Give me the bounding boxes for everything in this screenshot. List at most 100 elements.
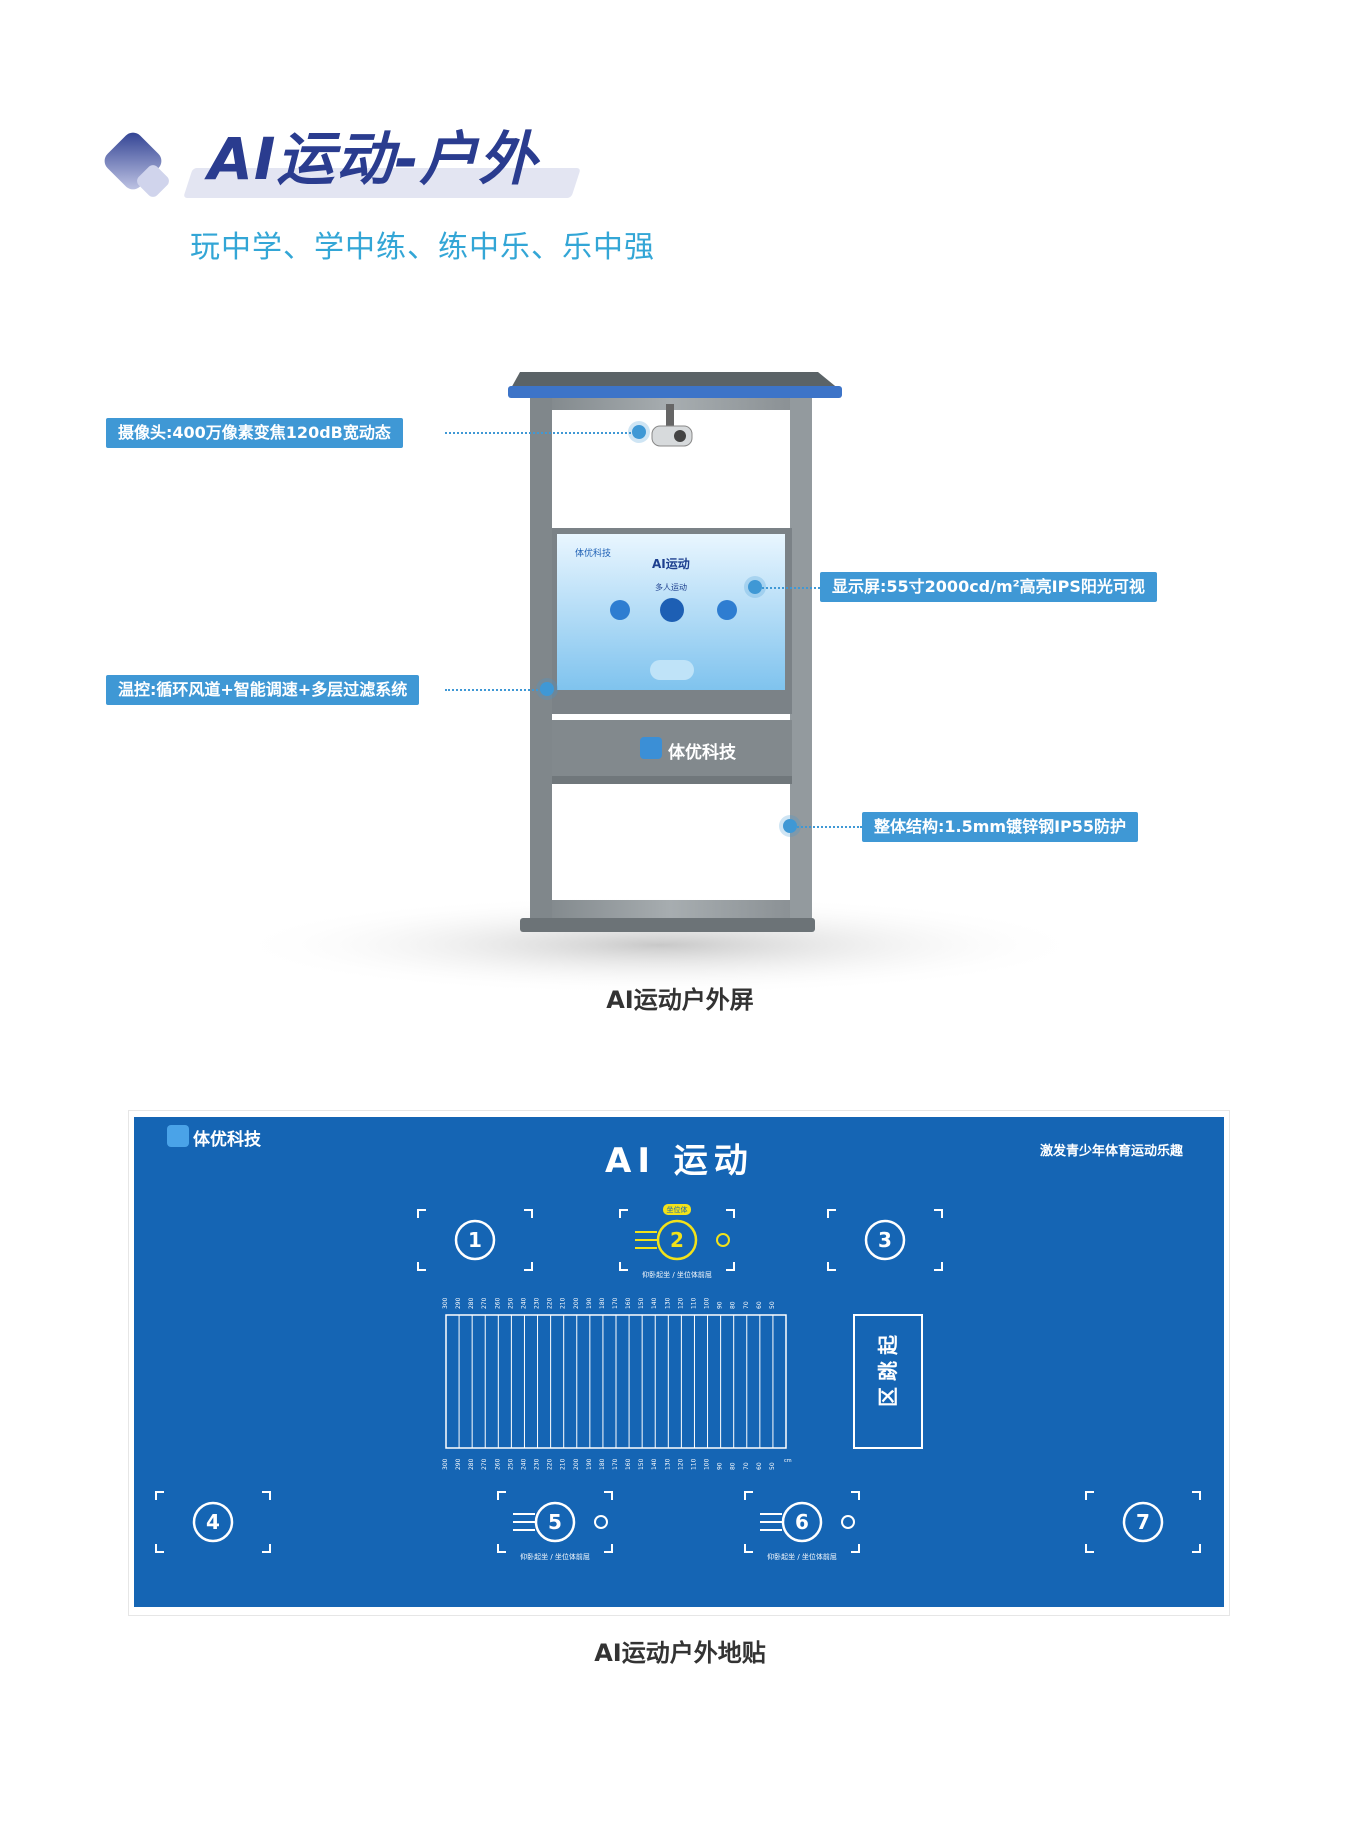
- jump-ruler-tick-bottom: 230: [534, 1458, 541, 1470]
- kiosk-logo-icon: [640, 737, 662, 759]
- jump-ruler-tick-bottom: 150: [638, 1458, 645, 1470]
- zone-2-caption: 仰卧起坐 / 坐位体前屈: [642, 1270, 712, 1279]
- jump-ruler-tick-top: 140: [651, 1297, 658, 1309]
- jump-ruler-tick-bottom: 50: [769, 1462, 776, 1470]
- kiosk-brand-text: 体优科技: [668, 743, 736, 763]
- jump-ruler-tick-bottom: 160: [625, 1458, 632, 1470]
- jump-ruler-tick-top: 250: [507, 1297, 514, 1309]
- callout-structure: 整体结构:1.5mm镀锌钢IP55防护: [862, 812, 1139, 842]
- jump-ruler-tick-top: 280: [468, 1297, 475, 1309]
- jump-ruler-tick-top: 120: [677, 1297, 684, 1309]
- jump-ruler-tick-bottom: 190: [586, 1458, 593, 1470]
- zone-1-corners: [417, 1209, 533, 1271]
- zone-7-corners: [1085, 1491, 1201, 1553]
- jump-ruler-tick-bottom: 220: [547, 1458, 554, 1470]
- jump-ruler-tick-bottom: 290: [455, 1458, 462, 1470]
- jump-ruler-tick-bottom: 200: [573, 1458, 580, 1470]
- kiosk-lower-rail: [552, 776, 792, 784]
- zone-6-caption: 仰卧起坐 / 坐位体前屈: [767, 1552, 837, 1561]
- jump-ruler-tick-top: 80: [730, 1301, 737, 1309]
- jump-ruler-tick-top: 100: [704, 1297, 711, 1309]
- zone-3-number: 3: [878, 1228, 892, 1252]
- screen-brand-text: 体优科技: [575, 549, 612, 559]
- mat-title: AI 运动: [605, 1141, 754, 1181]
- kiosk-logo-bar: [552, 720, 792, 776]
- takeoff-zone-box: [853, 1314, 923, 1449]
- jump-ruler-tick-bottom: 60: [756, 1462, 763, 1470]
- jump-ruler-tick-bottom: 90: [717, 1462, 724, 1470]
- page-title: AI运动-户外: [208, 125, 538, 193]
- callout-structure-line: [790, 826, 862, 828]
- jump-ruler-tick-bottom: 120: [677, 1458, 684, 1470]
- kiosk-roof: [510, 372, 840, 390]
- takeoff-zone-label-char: 起: [876, 1334, 900, 1356]
- screen-character-center: [660, 598, 684, 622]
- zone-6-corners: [744, 1491, 860, 1553]
- screen-stage: [650, 660, 694, 680]
- callout-display: 显示屏:55寸2000cd/m²高亮IPS阳光可视: [820, 572, 1157, 602]
- jump-ruler-tick-top: 300: [442, 1297, 449, 1309]
- callout-camera: 摄像头:400万像素变焦120dB宽动态: [106, 418, 403, 448]
- callout-thermal-pin: [540, 682, 554, 696]
- jump-ruler-tick-top: 160: [625, 1297, 632, 1309]
- jump-ruler-tick-top: 220: [547, 1297, 554, 1309]
- kiosk-caption: AI运动户外屏: [606, 986, 754, 1014]
- takeoff-zone-label-char: 区: [876, 1387, 900, 1407]
- jump-ruler-tick-top: 260: [494, 1297, 501, 1309]
- jump-ruler-tick-top: 110: [690, 1297, 697, 1309]
- zone-2-number: 2: [670, 1228, 684, 1252]
- floor-mat: [134, 1117, 1224, 1607]
- zone-4-number: 4: [206, 1510, 220, 1534]
- jump-ruler-tick-bottom: 180: [599, 1458, 606, 1470]
- jump-ruler-tick-top: 90: [717, 1301, 724, 1309]
- zone-2-head-mark: [716, 1233, 730, 1247]
- zone-2-badge: [663, 1204, 691, 1215]
- jump-ruler-tick-bottom: 100: [704, 1458, 711, 1470]
- zone-6-head-mark: [841, 1515, 855, 1529]
- jump-ruler-unit: cm: [784, 1458, 792, 1464]
- callout-structure-pin: [783, 819, 797, 833]
- jump-ruler-tick-bottom: 240: [520, 1458, 527, 1470]
- jump-ruler-tick-top: 180: [599, 1297, 606, 1309]
- jump-ruler-tick-top: 190: [586, 1297, 593, 1309]
- jump-ruler-tick-top: 60: [756, 1301, 763, 1309]
- mat-logo-icon: [167, 1125, 189, 1147]
- kiosk-base: [520, 918, 815, 932]
- zone-5-corners: [497, 1491, 613, 1553]
- kiosk-left-post: [530, 398, 552, 920]
- zone-3-corners: [827, 1209, 943, 1271]
- jump-ruler-tick-top: 150: [638, 1297, 645, 1309]
- callout-thermal-line: [445, 689, 545, 691]
- kiosk-ground-shadow: [230, 895, 1090, 995]
- zone-6-number: 6: [795, 1510, 809, 1534]
- callout-camera-pin: [632, 425, 646, 439]
- takeoff-zone-label-char: 跳: [876, 1361, 900, 1381]
- screen-center-label: 多人运动: [655, 583, 687, 592]
- screen-character-left: [610, 600, 630, 620]
- zone-2-badge-text: 坐位体: [667, 1205, 688, 1214]
- jump-ruler-tick-bottom: 250: [507, 1458, 514, 1470]
- jump-ruler-tick-top: 170: [612, 1297, 619, 1309]
- jump-ruler-tick-bottom: 70: [743, 1462, 750, 1470]
- jump-ruler-tick-bottom: 210: [560, 1458, 567, 1470]
- zone-3-circle: [864, 1219, 906, 1261]
- callout-camera-line: [445, 432, 635, 434]
- floor-mat-caption: AI运动户外地贴: [594, 1639, 766, 1667]
- zone-4-corners: [155, 1491, 271, 1553]
- jump-ruler-tick-top: 200: [573, 1297, 580, 1309]
- kiosk-roof-edge: [508, 386, 842, 398]
- mat-brand: 体优科技: [193, 1130, 261, 1150]
- jump-ruler-tick-top: 240: [520, 1297, 527, 1309]
- zone-5-head-mark: [594, 1515, 608, 1529]
- jump-ruler-tick-top: 50: [769, 1301, 776, 1309]
- jump-ruler-tick-bottom: 110: [690, 1458, 697, 1470]
- camera-lens: [674, 430, 686, 442]
- jump-ruler-tick-top: 290: [455, 1297, 462, 1309]
- jump-ruler-tick-bottom: 260: [494, 1458, 501, 1470]
- section-logo-mark: [104, 132, 169, 197]
- jump-ruler-tick-bottom: 270: [481, 1458, 488, 1470]
- jump-ruler-tick-top: 130: [664, 1297, 671, 1309]
- page-subtitle: 玩中学、学中练、练中乐、乐中强: [190, 230, 655, 265]
- zone-7-circle: [1122, 1501, 1164, 1543]
- zone-2-circle: [656, 1219, 698, 1261]
